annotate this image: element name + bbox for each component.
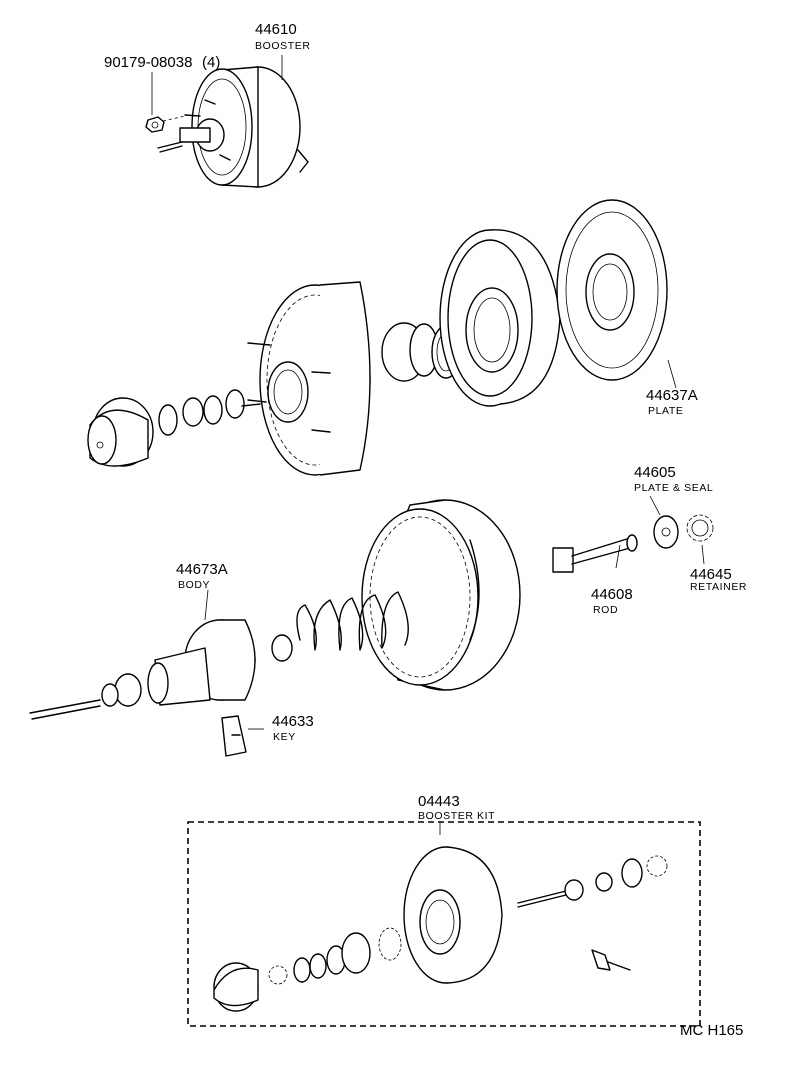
part-name: BODY bbox=[178, 579, 210, 591]
part-name: PLATE bbox=[648, 405, 683, 417]
key bbox=[221, 715, 247, 757]
nut bbox=[145, 116, 165, 133]
plate-seal bbox=[653, 515, 679, 549]
rod bbox=[552, 534, 638, 573]
label-plate-seal: 44605 PLATE & SEAL bbox=[634, 464, 713, 494]
retainer bbox=[686, 514, 714, 542]
part-number: 44605 bbox=[634, 464, 676, 481]
part-number: 44610 bbox=[255, 21, 297, 38]
part-qty: (4) bbox=[202, 54, 220, 71]
leader-lines bbox=[151, 55, 705, 835]
part-number: 44673A bbox=[176, 561, 228, 578]
part-number: 90179-08038 bbox=[104, 54, 192, 71]
part-number: 04443 bbox=[418, 793, 460, 810]
footer-code: MC H165 bbox=[680, 1022, 743, 1039]
label-plate: 44637A PLATE bbox=[646, 387, 698, 417]
part-name: BOOSTER KIT bbox=[418, 810, 495, 822]
label-key: 44633 KEY bbox=[272, 713, 314, 743]
label-retainer: 44645 RETAINER bbox=[690, 566, 747, 593]
booster-kit bbox=[187, 821, 701, 1027]
label-booster-kit: 04443 BOOSTER KIT bbox=[418, 793, 495, 822]
part-name: KEY bbox=[273, 731, 296, 743]
diaphragm bbox=[439, 229, 561, 407]
part-number: 44637A bbox=[646, 387, 698, 404]
spring bbox=[271, 591, 409, 662]
part-number: 44633 bbox=[272, 713, 314, 730]
label-body: 44673A BODY bbox=[176, 561, 228, 591]
rear-piston bbox=[87, 389, 261, 467]
part-name: PLATE & SEAL bbox=[634, 482, 713, 494]
part-number: 44608 bbox=[591, 586, 633, 603]
part-name: ROD bbox=[593, 604, 618, 616]
label-booster: 44610 BOOSTER bbox=[255, 21, 311, 52]
booster-assembly bbox=[157, 66, 309, 188]
part-name: BOOSTER bbox=[255, 40, 311, 52]
plate bbox=[556, 199, 677, 389]
front-shell bbox=[247, 281, 371, 476]
part-name: RETAINER bbox=[690, 581, 747, 593]
rear-shell bbox=[361, 499, 521, 691]
label-nut: 90179-08038 (4) bbox=[104, 54, 220, 71]
label-rod: 44608 ROD bbox=[591, 586, 633, 616]
body bbox=[29, 619, 256, 720]
part-number: 44645 bbox=[690, 566, 732, 583]
